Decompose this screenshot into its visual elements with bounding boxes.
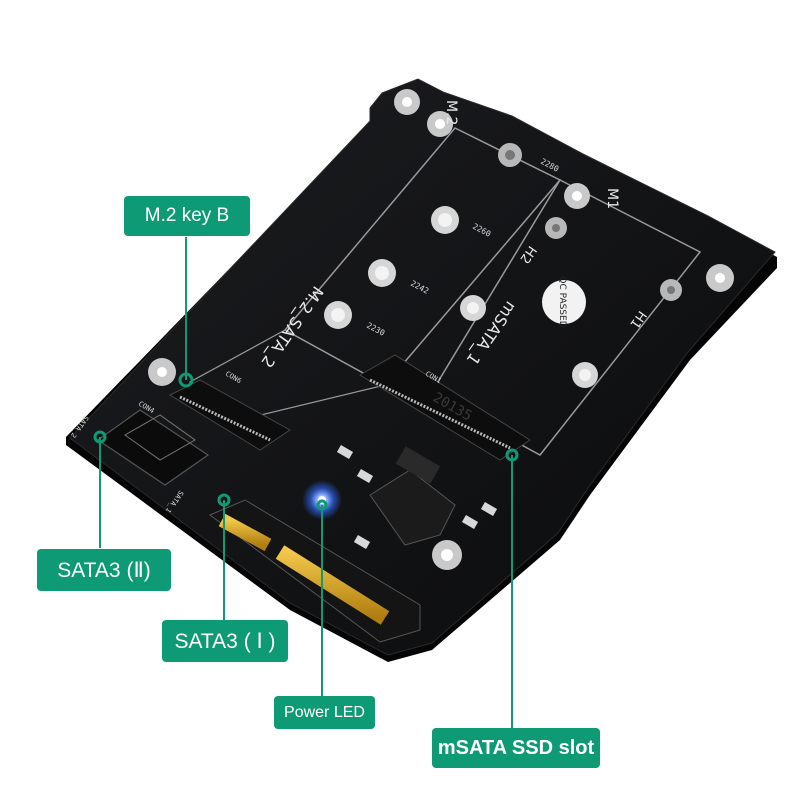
pad-2242-core [375, 266, 389, 280]
sata1-power-fingers [275, 545, 390, 625]
capacitor [353, 535, 371, 549]
sata2-receptacle-body [96, 409, 210, 486]
anchor-msata-slot [505, 448, 519, 462]
label-m1: M1 [604, 188, 620, 209]
mounting-hole-center [572, 191, 582, 201]
capacitor [480, 502, 498, 516]
m2-connector-pins [179, 395, 271, 442]
length-pads [324, 143, 682, 388]
capacitor [461, 515, 479, 529]
standoff-2280-core [505, 150, 515, 160]
qc-sticker-disc [542, 280, 586, 324]
pad-2260-core [438, 213, 452, 227]
mounting-hole-center [435, 119, 445, 129]
anchor-power-led [316, 499, 328, 511]
voltage-regulator [369, 469, 456, 546]
msata-connector-pins [369, 378, 511, 450]
qc-sticker-text: QC PASSED [557, 276, 567, 327]
msata-bay-outline [428, 179, 702, 456]
callout-m2-key-b: M.2 key B [124, 196, 250, 236]
mounting-hole-center [157, 367, 167, 377]
msata-connector [359, 354, 531, 461]
callout-power-led: Power LED [274, 696, 375, 729]
sata2-receptacle [96, 409, 210, 486]
anchor-sata3-ii [93, 430, 107, 444]
sata1-edge-connector [209, 499, 421, 643]
mounting-holes [148, 89, 734, 570]
callout-sata3-ii: SATA3 (Ⅱ) [37, 549, 171, 591]
capacitor [356, 469, 374, 483]
standoff-h2-core [552, 224, 560, 232]
capacitor [336, 445, 354, 459]
regulator-tab [395, 446, 441, 484]
pcb-board [69, 78, 776, 656]
callout-anchor-dots [93, 372, 519, 511]
label-m2: M.2 [443, 100, 459, 125]
sata2-receptacle-slot [124, 414, 196, 461]
callout-msata-ssd-slot: mSATA SSD slot [432, 728, 600, 768]
pad-2230-core [331, 308, 345, 322]
pad-msata-top-core [467, 302, 479, 314]
components [336, 445, 498, 549]
qc-passed-sticker: QC PASSED [542, 276, 586, 328]
msata-connector-body [359, 354, 531, 461]
sata1-signal-fingers [218, 513, 272, 552]
anchor-sata3-i [217, 493, 231, 507]
mounting-hole-center [441, 549, 453, 561]
callout-leaders [99, 237, 513, 728]
standoff-h1-core [667, 286, 675, 294]
mounting-hole-center [402, 97, 412, 107]
pad-msata-bottom-core [579, 369, 591, 381]
anchor-m2-key-b [178, 372, 194, 388]
callout-sata3-i: SATA3 ( Ⅰ ) [162, 620, 288, 662]
mounting-hole-center [715, 273, 725, 283]
